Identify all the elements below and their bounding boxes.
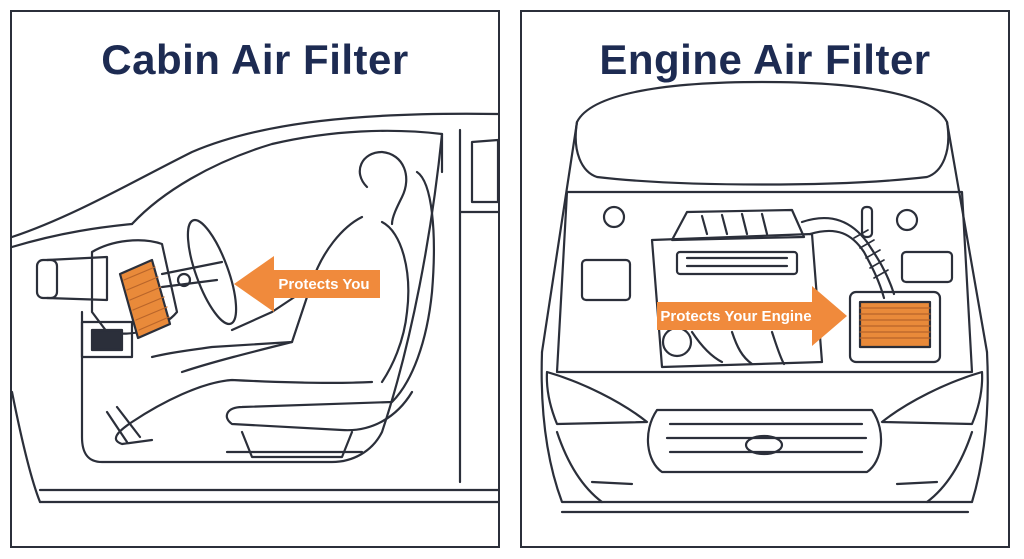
fender-line [12, 390, 42, 504]
car-interior-illustration [12, 112, 498, 504]
ignition-icon [176, 272, 192, 288]
headlight-right [880, 370, 984, 426]
car-logo-icon [744, 434, 784, 456]
cabin-filter-title: Cabin Air Filter [101, 36, 409, 83]
headlight-left [545, 370, 649, 426]
manifold-ribs [685, 256, 789, 268]
driver-thigh [180, 340, 294, 374]
sill-lines [38, 488, 498, 504]
dipstick [860, 205, 874, 239]
seat-base [240, 430, 354, 459]
engine-bay-illustration [540, 80, 989, 514]
car-front-body [540, 350, 989, 504]
spark-plugs [700, 212, 769, 236]
door-pillar [458, 128, 498, 484]
engine-bay [555, 190, 974, 374]
engine-filter [858, 300, 932, 349]
battery [580, 258, 632, 302]
fuse-box [900, 250, 954, 284]
driver-arm-body [150, 215, 364, 359]
reservoir-cap-left [602, 205, 626, 229]
dashboard-line [12, 222, 134, 249]
protects-you-label: Protects You [278, 276, 369, 293]
intake-hose-inner [808, 229, 886, 300]
protects-engine-arrow: Protects Your Engine [657, 286, 847, 346]
air-box [848, 290, 942, 364]
cabin-filter [118, 258, 172, 340]
protects-you-arrow: Protects You [234, 256, 380, 312]
cabin-filter-panel: Cabin Air Filter [10, 10, 500, 548]
vent-box [80, 320, 134, 359]
windshield-frame [130, 129, 444, 226]
intake-hose [800, 217, 896, 296]
grille [646, 408, 883, 474]
driver-head [358, 150, 408, 226]
car-roof-line [12, 112, 498, 239]
fog-lights [590, 480, 939, 486]
pedals [105, 405, 142, 444]
vent-grille [90, 328, 124, 352]
grille-bars [665, 422, 868, 454]
driver-back [380, 220, 410, 384]
engine-filter-title: Engine Air Filter [599, 36, 931, 83]
driver-leg [114, 378, 374, 446]
intake-manifold [675, 250, 799, 276]
valve-cover [670, 208, 806, 242]
hose-ribs [853, 229, 889, 279]
hood-struts [540, 120, 989, 354]
protects-engine-label: Protects Your Engine [660, 308, 811, 325]
seat [225, 170, 435, 432]
intake-tube [45, 255, 109, 302]
hood [574, 80, 950, 186]
exhaust-runners [690, 330, 786, 366]
reservoir-cap-right [895, 208, 919, 232]
door-opening [80, 132, 444, 464]
steering-wheel [186, 218, 238, 326]
engine-filter-panel: Engine Air Filter [520, 10, 1010, 548]
bumper-sides [555, 430, 974, 504]
